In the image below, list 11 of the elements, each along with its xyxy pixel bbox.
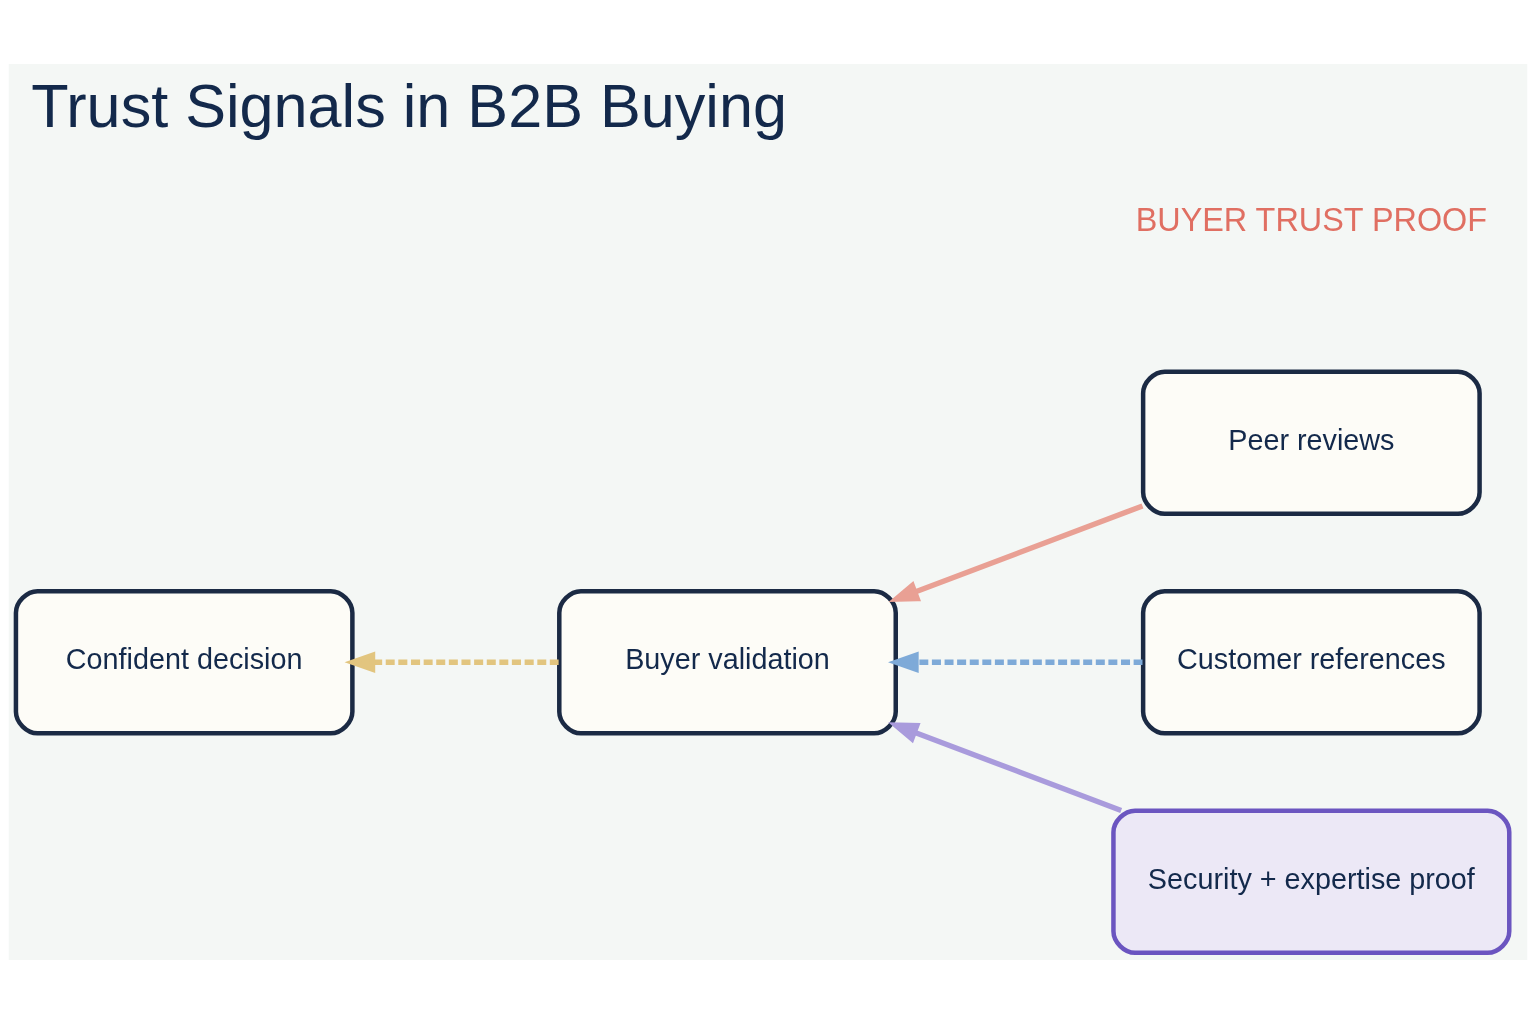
arrow [888,651,1143,673]
node-box: Peer reviews [1140,369,1482,517]
arrow [888,722,1123,813]
node-box: Confident decision [13,588,355,736]
diagram-title: Trust Signals in B2B Buying [31,72,787,141]
arrow [344,651,559,673]
label: BUYER TRUST PROOF [1135,202,1488,239]
arrow [888,503,1144,602]
node-box: Security + expertise proof [1111,808,1512,956]
node-box: Buyer validation [557,588,898,736]
node-box: Customer references [1140,588,1482,736]
